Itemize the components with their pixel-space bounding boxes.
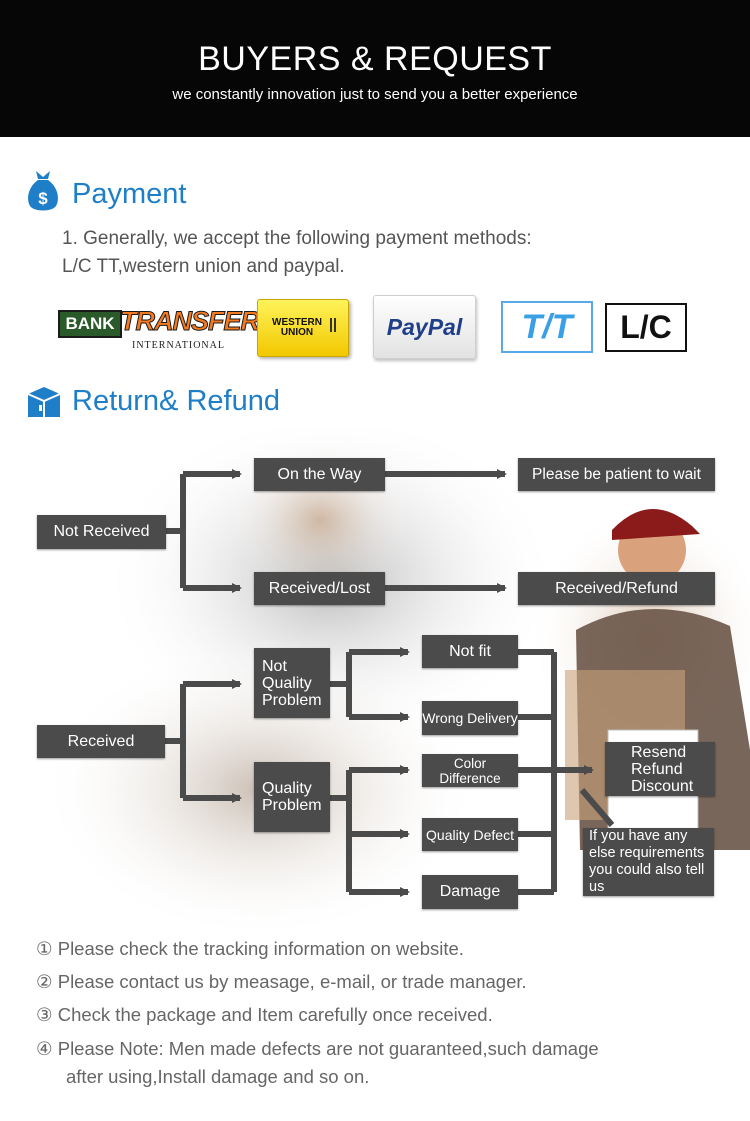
wrong-delivery-box: Wrong Delivery — [422, 701, 518, 735]
paypal-logo: PayPal — [373, 295, 476, 359]
else-requirements-box: If you have any else requirements you co… — [583, 828, 714, 896]
received-lost-box: Received/Lost — [254, 572, 385, 605]
note-3: ③ Check the package and Item carefully o… — [36, 1004, 493, 1025]
payment-line-2: L/C TT,western union and paypal. — [62, 256, 345, 277]
received-box: Received — [37, 725, 165, 758]
lc-logo: L/C — [605, 303, 687, 352]
damage-box: Damage — [422, 875, 518, 909]
be-patient-box: Please be patient to wait — [518, 458, 715, 491]
header-subtitle: we constantly innovation just to send yo… — [172, 86, 578, 103]
package-box-icon — [27, 387, 61, 417]
western-union-text: WESTERN UNION — [272, 317, 322, 338]
not-fit-box: Not fit — [422, 635, 518, 668]
header-title: BUYERS & REQUEST — [198, 40, 552, 78]
western-union-logo: WESTERN UNION — [257, 299, 349, 357]
on-the-way-box: On the Way — [254, 458, 385, 491]
quality-defect-box: Quality Defect — [422, 818, 518, 851]
international-word: INTERNATIONAL — [132, 340, 225, 351]
payment-title: Payment — [72, 178, 187, 210]
note-4: ④ Please Note: Men made defects are not … — [36, 1038, 599, 1059]
lc-text: L/C — [620, 309, 672, 345]
paypal-text: PayPal — [386, 313, 463, 340]
note-1: ① Please check the tracking information … — [36, 938, 464, 959]
resend-refund-discount-box: Resend Refund Discount — [605, 742, 715, 796]
not-received-box: Not Received — [37, 515, 166, 549]
money-bag-icon: $ — [28, 171, 58, 211]
flowchart-connectors — [165, 469, 615, 897]
color-difference-box: Color Difference — [422, 754, 518, 787]
bank-transfer-logo: BANK TRANSFER INTERNATIONAL — [58, 306, 261, 354]
refund-title: Return& Refund — [72, 385, 280, 417]
quality-problem-box: Quality Problem — [254, 762, 330, 832]
tt-logo: T/T — [501, 301, 593, 353]
note-2: ② Please contact us by measage, e-mail, … — [36, 971, 527, 992]
svg-text:$: $ — [38, 189, 48, 208]
not-quality-problem-box: Not Quality Problem — [254, 648, 330, 718]
payment-line-1: 1. Generally, we accept the following pa… — [62, 228, 532, 249]
received-refund-box: Received/Refund — [518, 572, 715, 605]
transfer-word: TRANSFER — [120, 306, 261, 337]
bank-word: BANK — [58, 310, 122, 338]
header-banner: BUYERS & REQUEST we constantly innovatio… — [0, 0, 750, 137]
note-4-continued: after using,Install damage and so on. — [66, 1066, 370, 1087]
tt-text: T/T — [521, 307, 573, 346]
